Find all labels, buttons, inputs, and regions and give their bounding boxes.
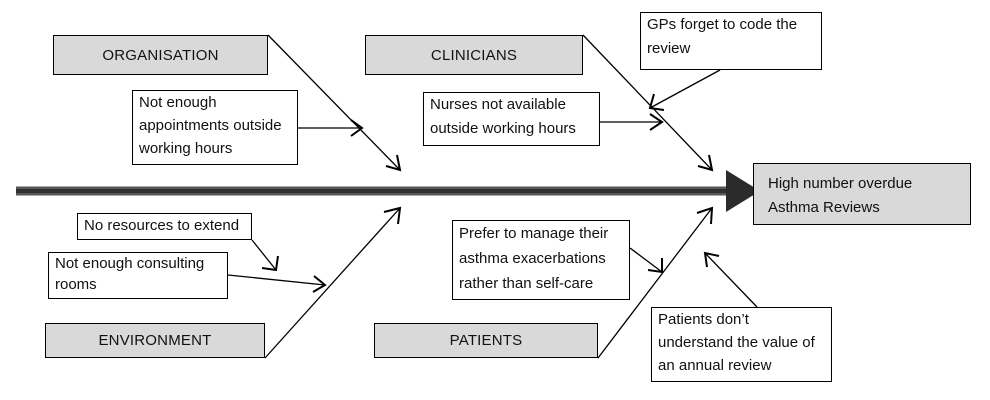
resources-arrowhead: [261, 255, 279, 272]
cause-line: asthma exacerbations: [459, 250, 606, 267]
cause-line: GPs forget to code the: [647, 16, 798, 33]
clinicians-rib-arrowhead: [697, 154, 714, 172]
cause-appointments: Not enough appointments outside working …: [132, 90, 298, 165]
cause-line: appointments outside: [139, 117, 282, 134]
category-patients: PATIENTS: [374, 323, 598, 358]
cause-line: No resources to extend: [84, 217, 240, 234]
category-clinicians: CLINICIANS: [365, 35, 583, 75]
resources-connector: [251, 239, 277, 271]
value-arrowhead: [703, 251, 720, 268]
cause-line: Nurses not available: [430, 96, 566, 113]
category-environment: ENVIRONMENT: [45, 323, 265, 358]
clinicians-rib: [582, 34, 713, 171]
gps-arrowhead: [648, 93, 665, 111]
environment-rib: [264, 207, 401, 359]
cause-nurses: Nurses not available outside working hou…: [423, 92, 600, 146]
cause-line: review: [647, 40, 691, 57]
cause-value: Patients don’t understand the value of a…: [651, 307, 832, 382]
exacerbations-connector: [629, 247, 663, 273]
spine-arrowhead: [726, 170, 760, 212]
cause-line: Prefer to manage their: [459, 225, 609, 242]
effect-line: High number overdue: [768, 175, 913, 192]
cause-line: Not enough consulting: [55, 255, 205, 272]
cause-exacerbations: Prefer to manage their asthma exacerbati…: [452, 220, 630, 300]
cause-line: outside working hours: [430, 120, 576, 137]
appointments-arrowhead: [350, 119, 364, 137]
gps-connector: [649, 69, 721, 109]
cause-line: Patients don’t: [658, 311, 749, 328]
cause-line: rooms: [55, 276, 97, 293]
cause-line: an annual review: [658, 357, 772, 374]
cause-line: understand the value of: [658, 334, 815, 351]
cause-line: rather than self-care: [459, 275, 594, 292]
cause-line: working hours: [139, 140, 233, 157]
organisation-rib: [267, 34, 401, 171]
rooms-arrowhead: [312, 275, 327, 293]
cause-resources: No resources to extend: [77, 213, 252, 240]
effect-line: Asthma Reviews: [768, 199, 880, 216]
environment-rib-arrowhead: [383, 206, 402, 225]
value-connector: [704, 252, 758, 308]
patients-rib: [597, 207, 713, 359]
patients-rib-arrowhead: [696, 206, 714, 225]
category-organisation: ORGANISATION: [53, 35, 268, 75]
rooms-connector: [227, 274, 326, 286]
cause-line: Not enough: [139, 94, 217, 111]
cause-gps: GPs forget to code the review: [640, 12, 822, 70]
effect-box: High number overdue Asthma Reviews: [753, 163, 971, 225]
cause-rooms: Not enough consulting rooms: [48, 252, 228, 299]
exacerbations-arrowhead: [647, 258, 663, 274]
organisation-rib-arrowhead: [385, 154, 402, 172]
nurses-arrowhead: [649, 113, 664, 131]
